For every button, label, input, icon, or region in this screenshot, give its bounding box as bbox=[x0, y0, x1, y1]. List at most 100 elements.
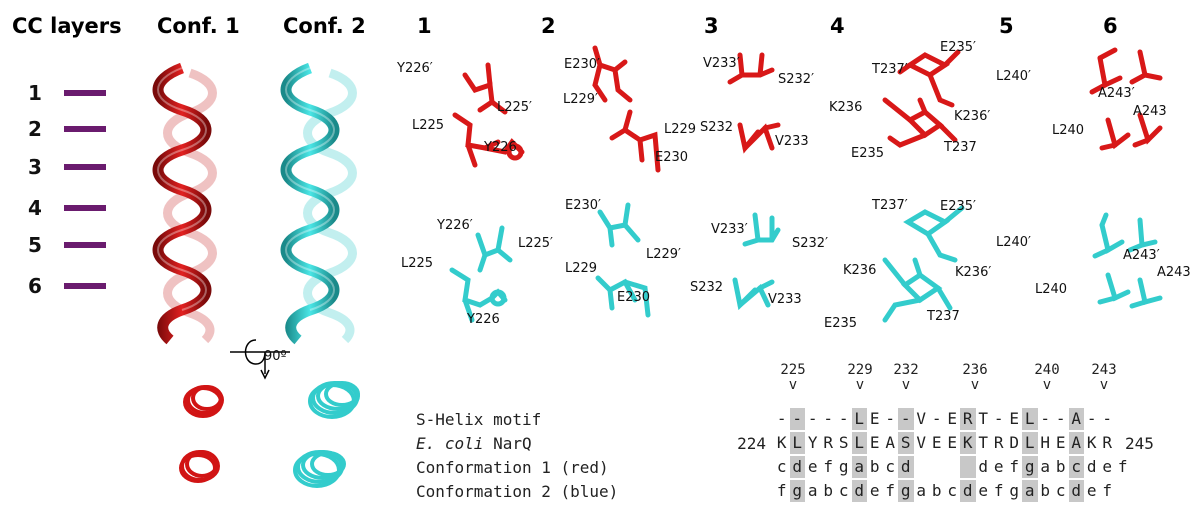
residue-label: L229′ bbox=[646, 247, 682, 262]
sequence-cell-highlighted: - bbox=[789, 408, 805, 430]
sequence-cell: E bbox=[869, 409, 880, 428]
sequence-cell: d bbox=[1086, 457, 1097, 476]
sequence-cell: - bbox=[1102, 409, 1113, 428]
sequence-cell: f bbox=[823, 457, 834, 476]
sequence-cell: a bbox=[916, 481, 927, 500]
panel-6-bottom-sticks bbox=[1127, 217, 1163, 309]
helix-side-views bbox=[152, 62, 357, 345]
sequence-cell: E bbox=[947, 433, 958, 452]
sequence-cell: f bbox=[776, 481, 787, 500]
sequence-cell-highlighted: d bbox=[789, 456, 805, 478]
sequence-cell: T bbox=[978, 433, 989, 452]
sequence-cell: e bbox=[807, 457, 818, 476]
layer-number: 3 bbox=[28, 155, 42, 179]
sequence-cell-highlighted: d bbox=[1068, 480, 1084, 502]
sequence-cell: a bbox=[1040, 457, 1051, 476]
residue-label: K236 bbox=[843, 263, 877, 278]
panel-2-top-sticks bbox=[592, 45, 661, 173]
residue-label: Y226′ bbox=[397, 61, 433, 76]
residue-label: Y226 bbox=[484, 140, 517, 155]
residue-label: L229′ bbox=[563, 92, 599, 107]
sequence-cell: R bbox=[823, 433, 834, 452]
sequence-cell-highlighted: L bbox=[1022, 408, 1038, 430]
conf2-top-view bbox=[293, 381, 360, 488]
sequence-cell-highlighted: - bbox=[898, 408, 914, 430]
tick-number: 225 bbox=[780, 362, 806, 378]
panel-4-top-sticks bbox=[882, 49, 961, 148]
residue-label: E230′ bbox=[565, 198, 601, 213]
panel-3-bottom-sticks bbox=[732, 212, 781, 311]
sequence-cell: T bbox=[978, 409, 989, 428]
residue-label: Y226 bbox=[467, 312, 500, 327]
sequence-cell: b bbox=[931, 481, 942, 500]
sequence-cell-highlighted: c bbox=[1068, 456, 1084, 478]
sequence-cell: f bbox=[1102, 481, 1113, 500]
sequence-cell: e bbox=[993, 457, 1004, 476]
sequence-cell-highlighted: a bbox=[851, 456, 867, 478]
sequence-cell: c bbox=[838, 481, 849, 500]
sequence-cell: Y bbox=[807, 433, 818, 452]
sequence-cell-highlighted: L bbox=[789, 432, 805, 454]
residue-label: A243′ bbox=[1123, 248, 1160, 263]
protein-name: NarQ bbox=[483, 433, 532, 453]
residue-label: V233′ bbox=[703, 56, 740, 71]
conf2-helix bbox=[280, 62, 357, 345]
residue-label: L225 bbox=[401, 256, 434, 271]
row-name: Conformation 1 (red) bbox=[416, 457, 609, 477]
sequence-cell-highlighted: A bbox=[1068, 432, 1084, 454]
tick-caret: v bbox=[901, 377, 911, 393]
helix-top-views bbox=[179, 381, 360, 488]
sequence-cell: d bbox=[978, 457, 989, 476]
sequence-cell: K bbox=[776, 433, 787, 452]
layer-bar bbox=[64, 90, 106, 96]
sequence-cell: E bbox=[931, 433, 942, 452]
sequence-cell: E bbox=[1009, 409, 1020, 428]
row-name: Conformation 2 (blue) bbox=[416, 481, 619, 501]
sequence-cell: K bbox=[1086, 433, 1097, 452]
sequence-cell: c bbox=[776, 457, 787, 476]
residue-label: V233 bbox=[775, 134, 809, 149]
residue-label: V233 bbox=[768, 292, 802, 307]
row-suffix: 245 bbox=[1125, 433, 1154, 453]
rotation-arrow-icon bbox=[230, 339, 290, 380]
sequence-cell bbox=[929, 456, 945, 478]
sequence-cell: - bbox=[1040, 409, 1051, 428]
residue-label: L240′ bbox=[996, 69, 1032, 84]
sequence-cell-highlighted: g bbox=[789, 480, 805, 502]
sequence-cell: f bbox=[993, 481, 1004, 500]
sequence-cell: E bbox=[947, 409, 958, 428]
sequence-cell: c bbox=[947, 481, 958, 500]
sequence-cell-highlighted bbox=[960, 456, 976, 478]
tick-number: 243 bbox=[1091, 362, 1117, 378]
residue-label: E235 bbox=[851, 146, 885, 161]
sequence-cell-highlighted: L bbox=[1022, 432, 1038, 454]
sequence-cell: - bbox=[838, 409, 849, 428]
conf1-top-view bbox=[179, 385, 224, 483]
layer-number: 1 bbox=[28, 81, 42, 105]
residue-label: T237′ bbox=[872, 198, 908, 213]
panel-header-5: 5 bbox=[999, 14, 1014, 38]
sequence-cell-highlighted: g bbox=[1022, 456, 1038, 478]
sequence-cell: c bbox=[885, 457, 896, 476]
sequence-cell: V bbox=[916, 409, 927, 428]
layer-bar bbox=[64, 283, 106, 289]
tick-number: 236 bbox=[962, 362, 988, 378]
tick-number: 240 bbox=[1034, 362, 1060, 378]
residue-label: L229 bbox=[565, 261, 598, 276]
sequence-cell: e bbox=[1086, 481, 1097, 500]
residue-label: L240′ bbox=[996, 235, 1032, 250]
sequence-cell: D bbox=[1009, 433, 1020, 452]
residue-label: E230′ bbox=[564, 57, 600, 72]
residue-label: L225′ bbox=[497, 100, 533, 115]
sequence-cell: b bbox=[869, 457, 880, 476]
panel-header-3: 3 bbox=[704, 14, 719, 38]
sequence-cell: f bbox=[1009, 457, 1020, 476]
sequence-cell: R bbox=[993, 433, 1004, 452]
sequence-cell: e bbox=[869, 481, 880, 500]
